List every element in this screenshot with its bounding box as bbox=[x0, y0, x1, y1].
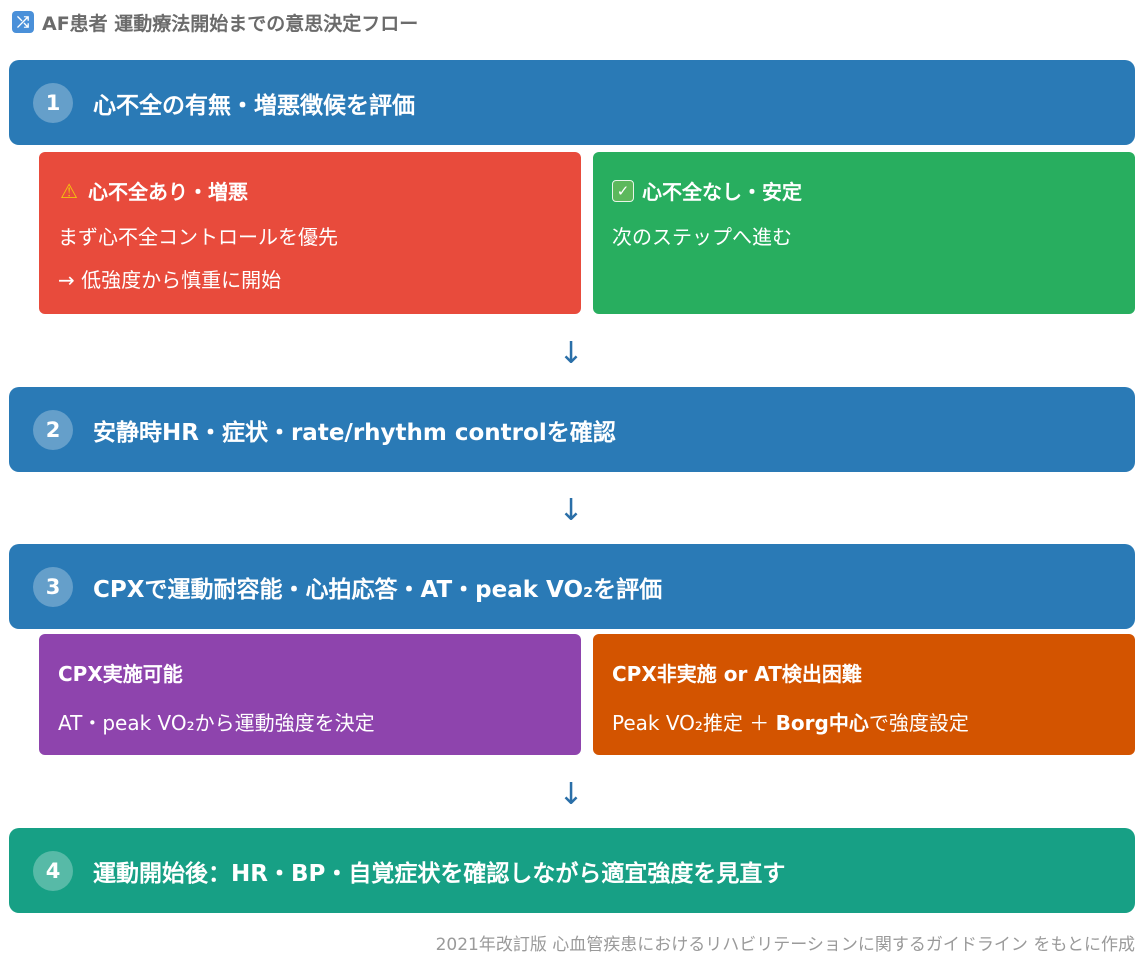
branch-text: Peak VO₂推定 ＋ Borg中心で強度設定 bbox=[612, 707, 1135, 736]
branch-cpx-not-possible: CPX非実施 or AT検出困難 Peak VO₂推定 ＋ Borg中心で強度設… bbox=[593, 634, 1135, 755]
branch-cpx-possible: CPX実施可能 AT・peak VO₂から運動強度を決定 bbox=[39, 634, 581, 755]
warning-icon: ⚠ bbox=[60, 178, 78, 203]
branch-text: 次のステップへ進む bbox=[612, 225, 792, 249]
down-arrow-icon: ↓ bbox=[558, 777, 584, 812]
branch-text-bold: Borg中心 bbox=[775, 711, 869, 735]
diagram-title-text: AF患者 運動療法開始までの意思決定フロー bbox=[42, 12, 419, 35]
down-arrow-icon: ↓ bbox=[558, 336, 584, 371]
step-label: 運動開始後：HR・BP・自覚症状を確認しながら適宜強度を見直す bbox=[93, 860, 786, 887]
branch-text: AT・peak VO₂から運動強度を決定 bbox=[58, 711, 375, 735]
step-label: 安静時HR・症状・rate/rhythm controlを確認 bbox=[93, 419, 616, 446]
branch-heading: 心不全あり・増悪 bbox=[88, 180, 248, 204]
step-4: 4 運動開始後：HR・BP・自覚症状を確認しながら適宜強度を見直す bbox=[9, 828, 1135, 913]
step-number: 2 bbox=[33, 409, 73, 450]
down-arrow-icon: ↓ bbox=[558, 493, 584, 528]
step-1: 1 心不全の有無・増悪徴候を評価 bbox=[9, 60, 1135, 145]
shuffle-icon: ⤮ bbox=[12, 11, 34, 33]
branch-heading: CPX実施可能 bbox=[58, 662, 183, 686]
step-label: CPXで運動耐容能・心拍応答・AT・peak VO₂を評価 bbox=[93, 576, 663, 603]
check-box-icon: ✓ bbox=[612, 179, 634, 202]
diagram-title: ⤮ AF患者 運動療法開始までの意思決定フロー bbox=[12, 8, 418, 36]
step-3: 3 CPXで運動耐容能・心拍応答・AT・peak VO₂を評価 bbox=[9, 544, 1135, 629]
step-number: 1 bbox=[33, 82, 73, 123]
branch-heart-failure-present: ⚠ 心不全あり・増悪 まず心不全コントロールを優先 → 低強度から慎重に開始 bbox=[39, 152, 581, 314]
source-footnote: 2021年改訂版 心血管疾患におけるリハビリテーションに関するガイドライン をも… bbox=[435, 935, 1135, 955]
branch-heading: CPX非実施 or AT検出困難 bbox=[612, 662, 862, 686]
branch-text-post: で強度設定 bbox=[868, 711, 969, 735]
step-number: 4 bbox=[33, 850, 73, 891]
branch-text-pre: Peak VO₂推定 ＋ bbox=[612, 711, 776, 735]
step-label: 心不全の有無・増悪徴候を評価 bbox=[93, 92, 415, 119]
step-2: 2 安静時HR・症状・rate/rhythm controlを確認 bbox=[9, 387, 1135, 472]
branch-heart-failure-absent: ✓ 心不全なし・安定 次のステップへ進む bbox=[593, 152, 1135, 314]
branch-text: まず心不全コントロールを優先 bbox=[58, 225, 338, 249]
step-number: 3 bbox=[33, 566, 73, 607]
branch-heading: 心不全なし・安定 bbox=[642, 180, 802, 204]
branch-text: → 低強度から慎重に開始 bbox=[58, 268, 282, 292]
